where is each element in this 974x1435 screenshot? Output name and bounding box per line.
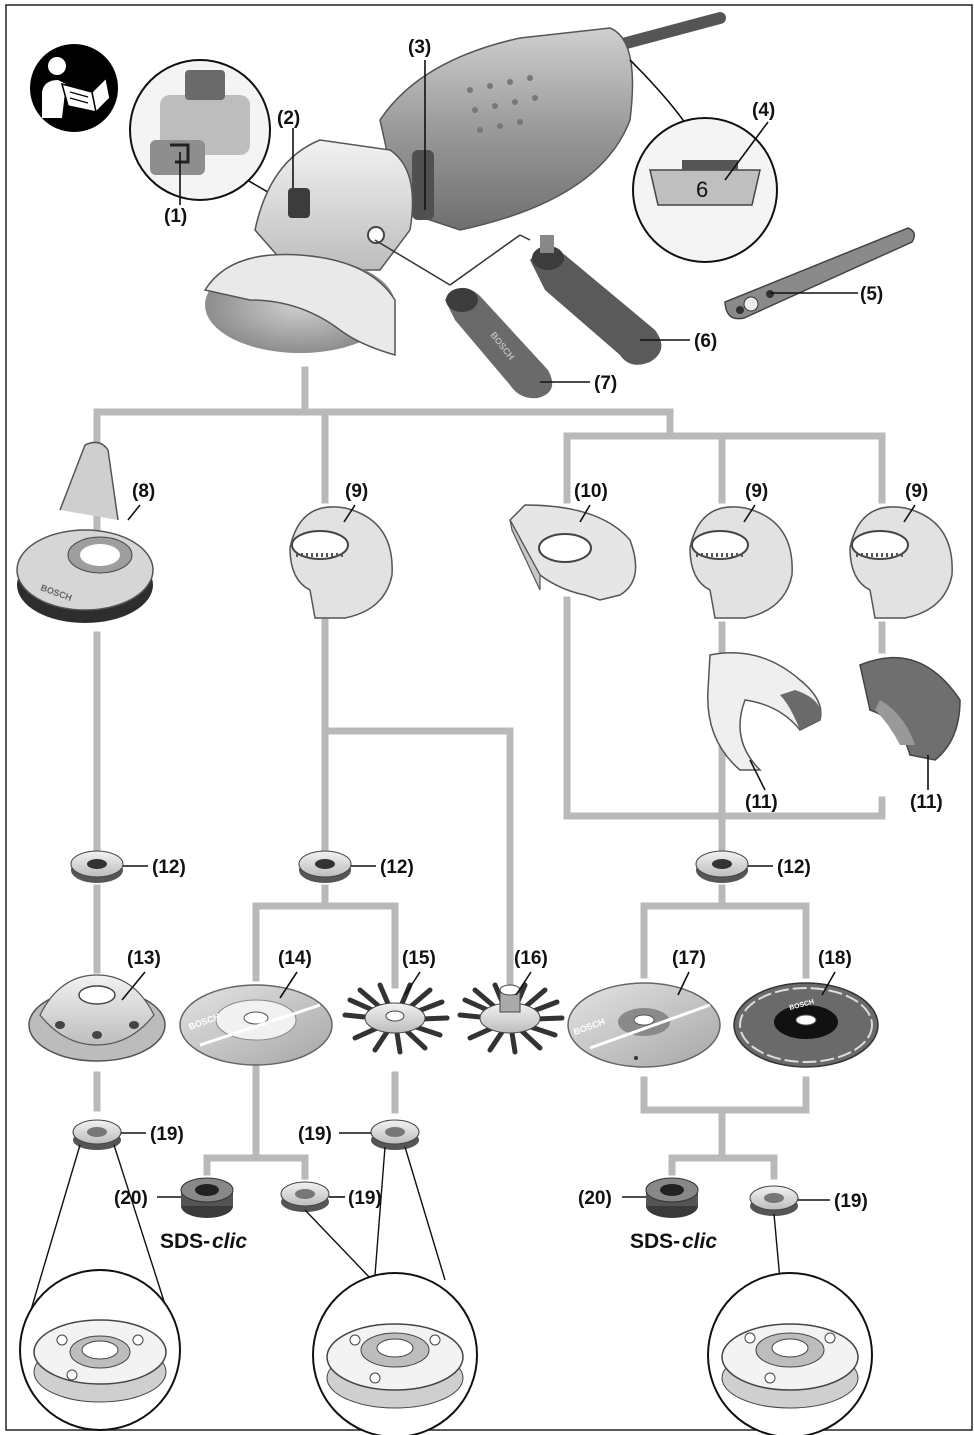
- callout-19b: (19): [348, 1188, 382, 1209]
- sds-prefix-a: SDS-: [160, 1230, 210, 1253]
- clamping-nut-19-b: [280, 1181, 330, 1212]
- sds-clic-label-b: SDS- clic: [630, 1230, 717, 1253]
- callout-13: (13): [127, 948, 161, 969]
- angle-grinder: [203, 12, 726, 356]
- callout-12b: (12): [380, 857, 414, 878]
- clamping-nut-19-d: [749, 1185, 799, 1216]
- mounting-flange-12-b: [298, 850, 352, 883]
- callout-7: (7): [594, 373, 617, 394]
- cutting-disc-17: BOSCH: [567, 982, 721, 1068]
- guard-9-a: [289, 506, 393, 619]
- auxiliary-handle: BOSCH: [374, 234, 662, 399]
- sds-prefix-b: SDS-: [630, 1230, 680, 1253]
- read-manual-icon: [30, 44, 118, 132]
- grinding-disc-14: BOSCH: [179, 984, 333, 1066]
- callout-20a: (20): [114, 1188, 148, 1209]
- callout-20b: (20): [578, 1188, 612, 1209]
- callout-15: (15): [402, 948, 436, 969]
- diamond-disc-18: BOSCH: [733, 982, 879, 1068]
- callout-1: (1): [164, 206, 187, 227]
- callout-3: (3): [408, 37, 431, 58]
- mounting-flange-12-a: [70, 850, 124, 883]
- callout-5: (5): [860, 284, 883, 305]
- cutting-cover-11-b: [859, 657, 961, 761]
- callout-9c: (9): [905, 481, 928, 502]
- sds-clic-label-a: SDS- clic: [160, 1230, 247, 1253]
- callout-6: (6): [694, 331, 717, 352]
- cup-wheel-13: [28, 974, 166, 1062]
- quick-clamping-nut-20-b: [645, 1177, 699, 1218]
- callout-12a: (12): [152, 857, 186, 878]
- callout-17: (17): [672, 948, 706, 969]
- spindle-lock-detail: [129, 59, 291, 206]
- speed-dial-value: 6: [696, 177, 708, 202]
- speed-dial-detail: 6: [629, 59, 778, 263]
- callout-2: (2): [277, 108, 300, 129]
- callout-8: (8): [132, 481, 155, 502]
- callout-19c: (19): [298, 1124, 332, 1145]
- mounting-flange-12-c: [695, 850, 749, 883]
- nut-detail-middle: [304, 1146, 478, 1435]
- callout-18: (18): [818, 948, 852, 969]
- wrench-icon: [724, 227, 915, 320]
- callout-9b: (9): [745, 481, 768, 502]
- callout-11b: (11): [910, 792, 943, 813]
- nut-detail-right: [707, 1213, 873, 1435]
- extraction-guard: BOSCH: [16, 441, 154, 623]
- guard-9-c: [849, 506, 953, 619]
- cutting-cover-11-a: [707, 652, 822, 771]
- quick-clamping-nut-20-a: [180, 1177, 234, 1218]
- callout-labels: (1) (2) (3) (4) (5) (6) (7) (8) (9) (10)…: [114, 37, 943, 1212]
- guard-9-b: [689, 506, 793, 619]
- sds-suffix-a: clic: [212, 1230, 247, 1253]
- page-border: [5, 4, 973, 1431]
- clamping-nut-19-c: [370, 1119, 420, 1150]
- connector-lines: [93, 366, 886, 1180]
- callout-16: (16): [514, 948, 548, 969]
- leader-lines: [121, 60, 929, 1201]
- callout-4: (4): [752, 100, 775, 121]
- wire-brush-15: [342, 982, 450, 1055]
- cutting-guard: [509, 504, 637, 601]
- sds-suffix-b: clic: [682, 1230, 717, 1253]
- wire-brush-16: [457, 982, 565, 1055]
- clamping-nut-19-a: [72, 1119, 122, 1150]
- callout-10: (10): [574, 481, 608, 502]
- callout-19a: (19): [150, 1124, 184, 1145]
- callout-14: (14): [278, 948, 312, 969]
- nut-detail-left: [19, 1144, 181, 1431]
- callout-19d: (19): [834, 1191, 868, 1212]
- callout-11a: (11): [745, 792, 778, 813]
- callout-12c: (12): [777, 857, 811, 878]
- callout-9a: (9): [345, 481, 368, 502]
